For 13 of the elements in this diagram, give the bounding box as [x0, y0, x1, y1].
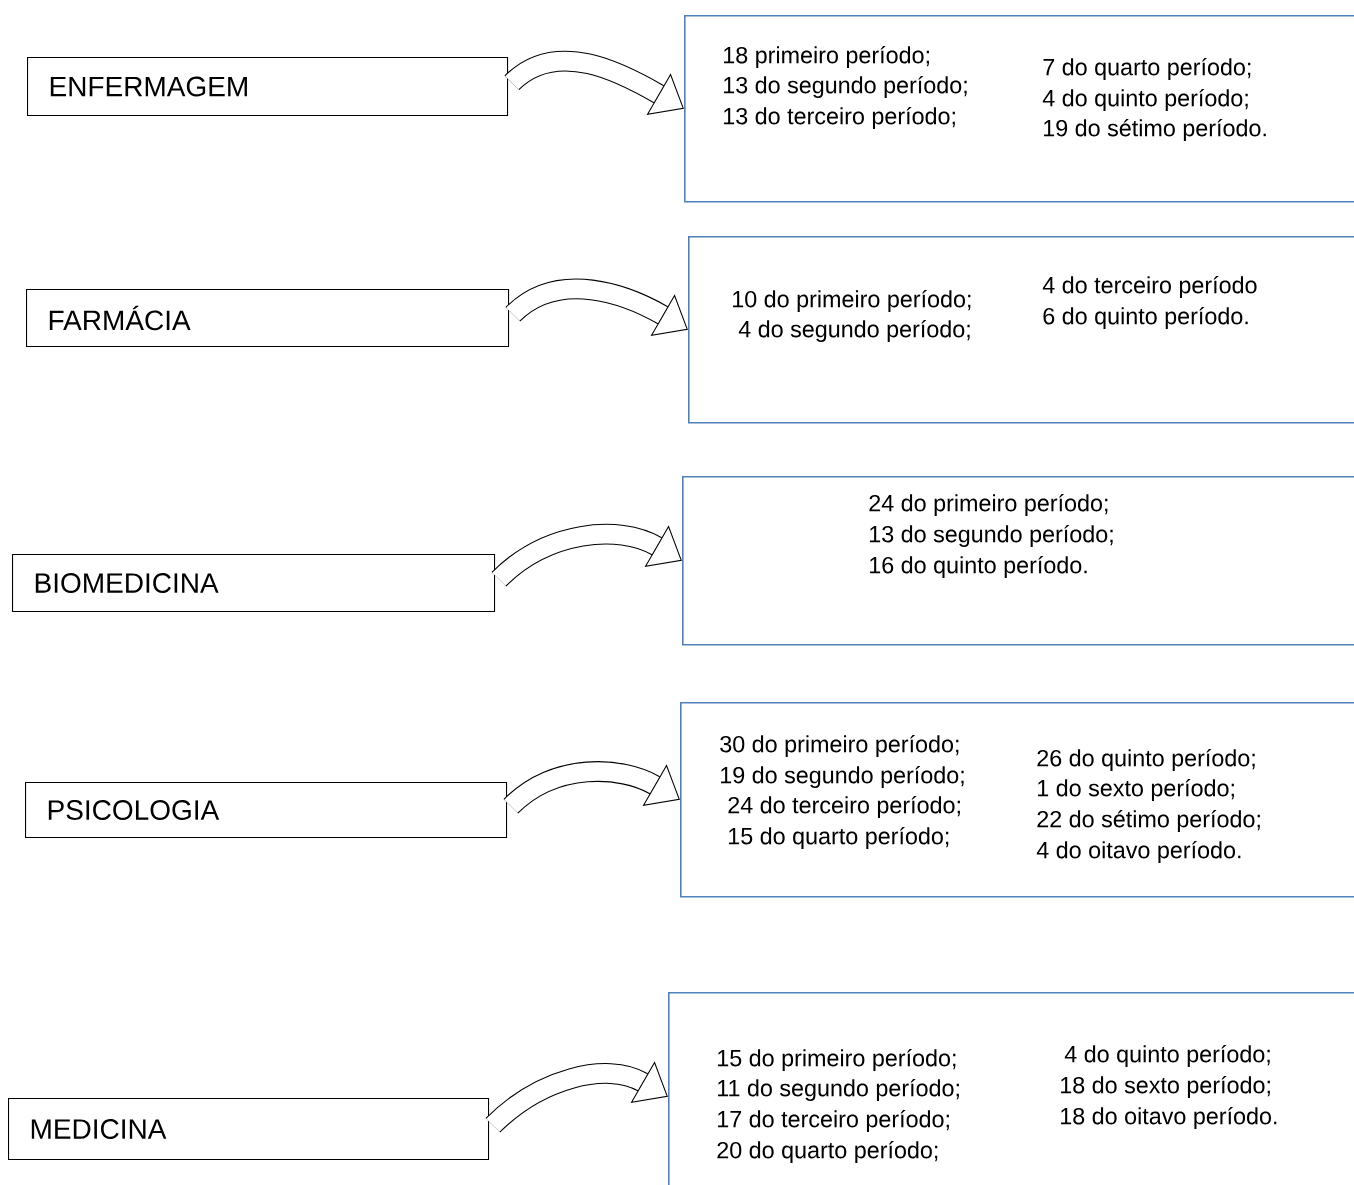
info-box: 30 do primeiro período; 19 do segundo período; 24 do terceiro período; 15 do quarto período; 26 do quinto período; 1 do sexto período; 22 do sétimo período; 4 do oitavo período. [680, 702, 1354, 898]
curved-arrow [504, 761, 680, 815]
course-box: MEDICINA [8, 1098, 490, 1161]
info-box: 24 do primeiro período; 13 do segundo período; 16 do quinto período. [682, 476, 1354, 646]
info-box: 10 do primeiro período; 4 do segundo período; 4 do terceiro período 6 do quinto período. [688, 236, 1354, 424]
course-box: ENFERMAGEM [27, 57, 509, 117]
curved-arrow [491, 523, 682, 587]
course-box: PSICOLOGIA [25, 782, 508, 839]
info-box: 15 do primeiro período; 11 do segundo período; 17 do terceiro período; 20 do quarto período; 4 do quinto período; 18 do sexto período; 18 do oitavo período. [668, 992, 1354, 1185]
course-box: FARMÁCIA [26, 289, 510, 348]
info-box: 18 primeiro período; 13 do segundo período; 13 do terceiro período; 7 do quarto período; 4 do quinto período; 19 do sétimo período. [684, 15, 1354, 203]
curved-arrow [485, 1061, 668, 1133]
course-box: BIOMEDICINA [12, 554, 496, 613]
